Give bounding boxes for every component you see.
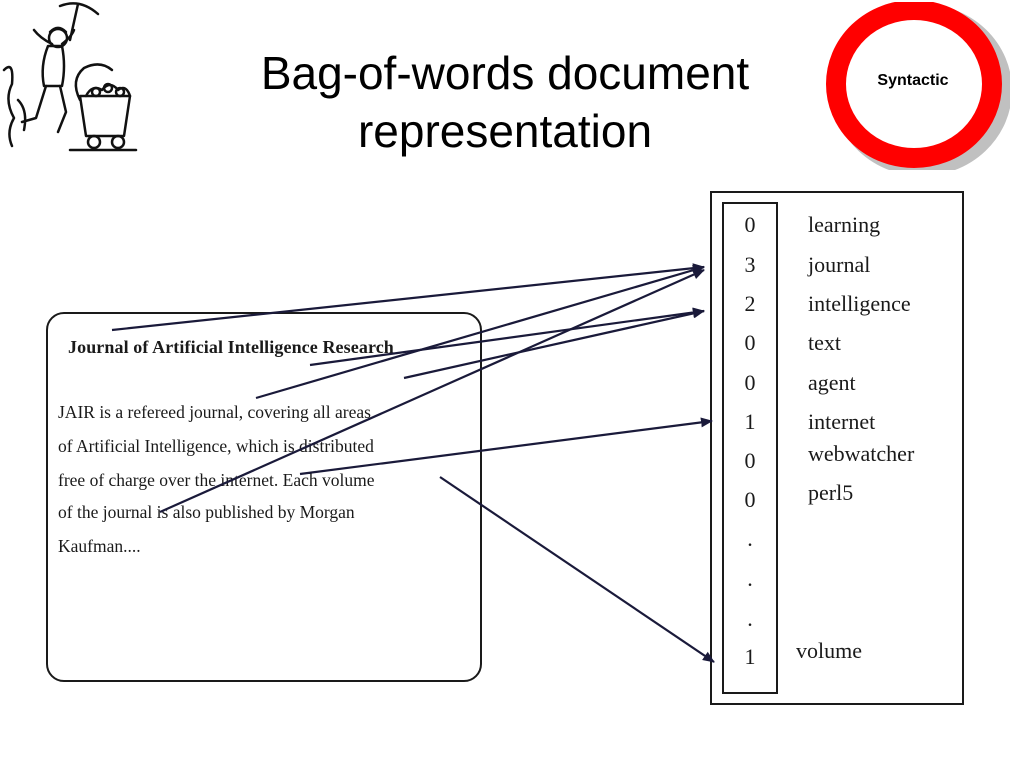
document-line: JAIR is a refereed journal, covering all… [58, 402, 371, 422]
term-intelligence: intelligence [808, 291, 911, 316]
term-learning: learning [808, 212, 881, 237]
miner-with-pickaxe-icon [2, 2, 138, 152]
term-perl5: perl5 [808, 480, 854, 505]
count-perl5: 0 [744, 487, 756, 512]
title-line-1: Bag-of-words document [260, 47, 750, 99]
ellipsis-dot: . [747, 566, 753, 591]
document-line: Kaufman.... [58, 536, 141, 556]
count-volume: 1 [744, 644, 756, 669]
document-title: Journal of Artificial Intelligence Resea… [68, 337, 394, 357]
term-webwatcher: webwatcher [808, 441, 915, 466]
count-column [722, 202, 778, 694]
document-line: free of charge over the internet. Each v… [58, 470, 375, 490]
ellipsis-dot: . [747, 526, 753, 551]
term-journal: journal [808, 252, 871, 277]
badge-ring [826, 2, 1002, 168]
document-line: of the journal is also published by Morg… [58, 502, 355, 522]
term-internet: internet [808, 409, 876, 434]
badge-label: Syntactic [877, 72, 949, 89]
count-intelligence: 2 [744, 291, 756, 316]
syntactic-ring-badge [826, 2, 1010, 170]
count-webwatcher: 0 [744, 448, 756, 473]
count-journal: 3 [744, 252, 756, 277]
document-line: of Artificial Intelligence, which is dis… [58, 436, 374, 456]
title-line-2: representation [357, 105, 653, 157]
count-internet: 1 [744, 409, 756, 434]
term-text: text [808, 330, 841, 355]
slide-title: Bag-of-words document representation [170, 44, 840, 160]
count-agent: 0 [744, 370, 756, 395]
term-volume: volume [796, 638, 862, 663]
ellipsis-dot: . [747, 606, 753, 631]
count-text: 0 [744, 330, 756, 355]
term-agent: agent [808, 370, 856, 395]
document-box [46, 312, 482, 682]
count-learning: 0 [744, 212, 756, 237]
